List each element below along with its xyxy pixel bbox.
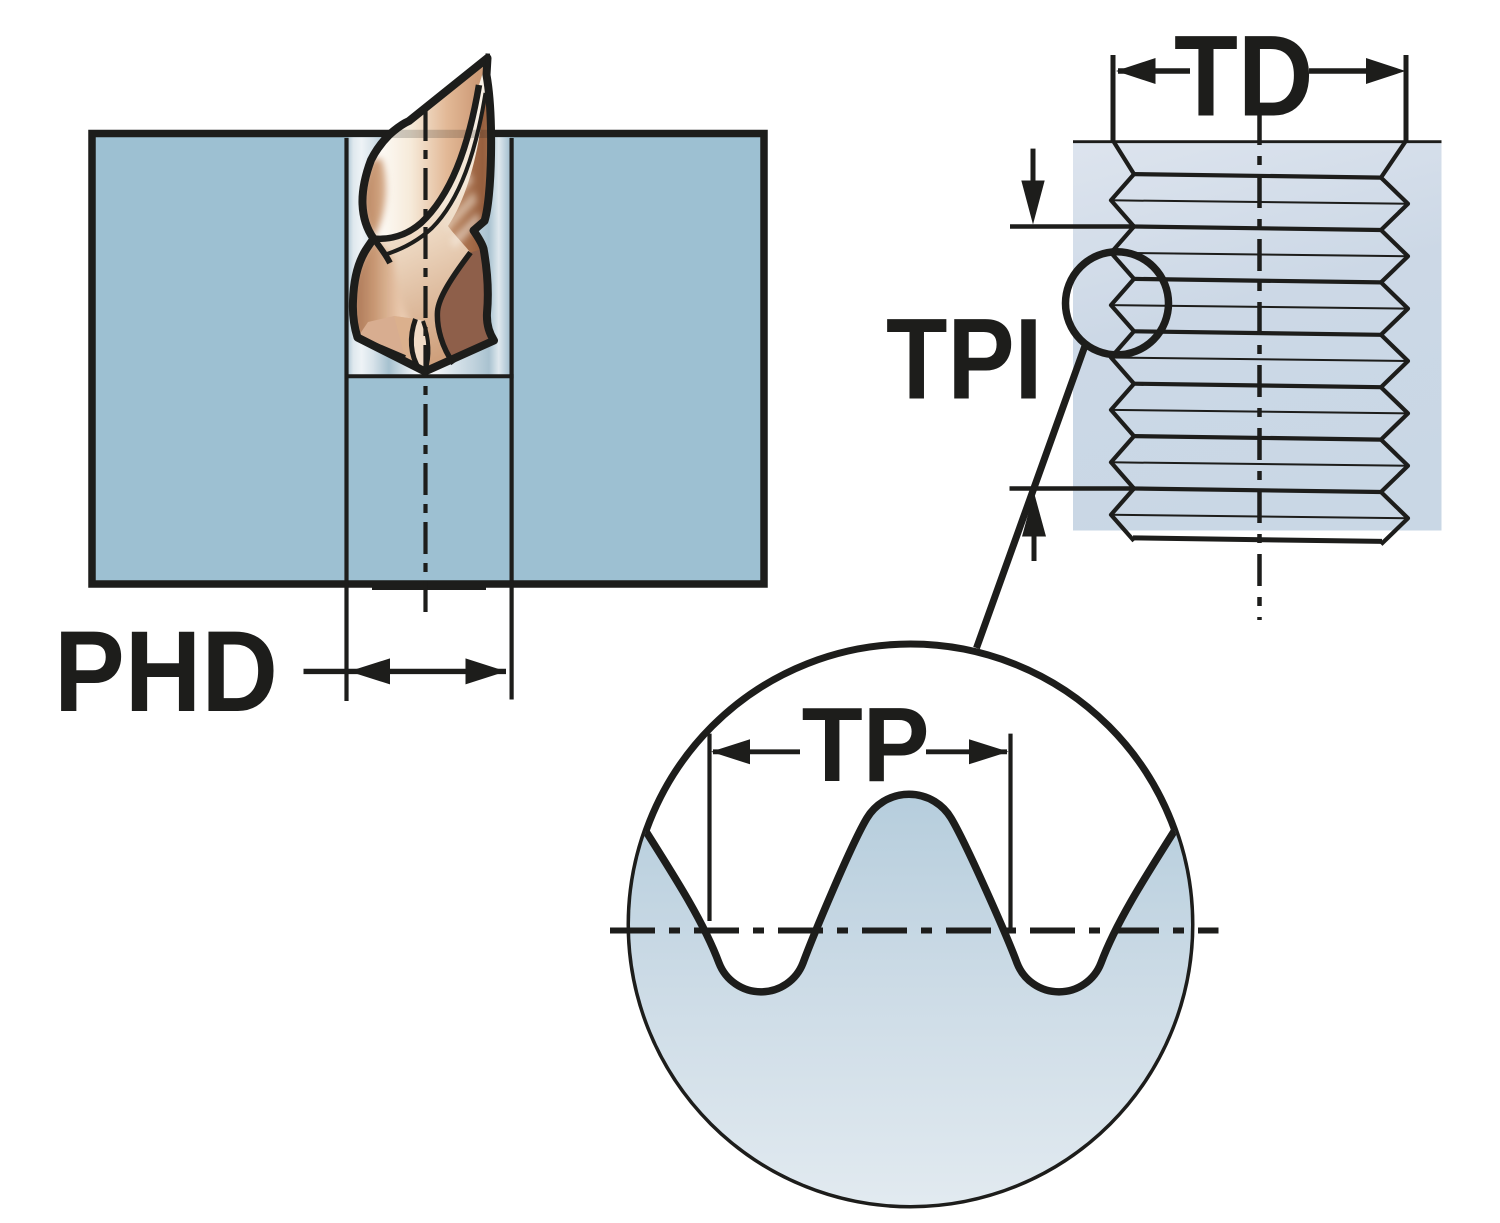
svg-text:TD: TD — [1174, 12, 1314, 140]
svg-text:PHD: PHD — [54, 608, 278, 736]
svg-text:TP: TP — [802, 686, 930, 804]
svg-text:TPI: TPI — [886, 296, 1043, 424]
